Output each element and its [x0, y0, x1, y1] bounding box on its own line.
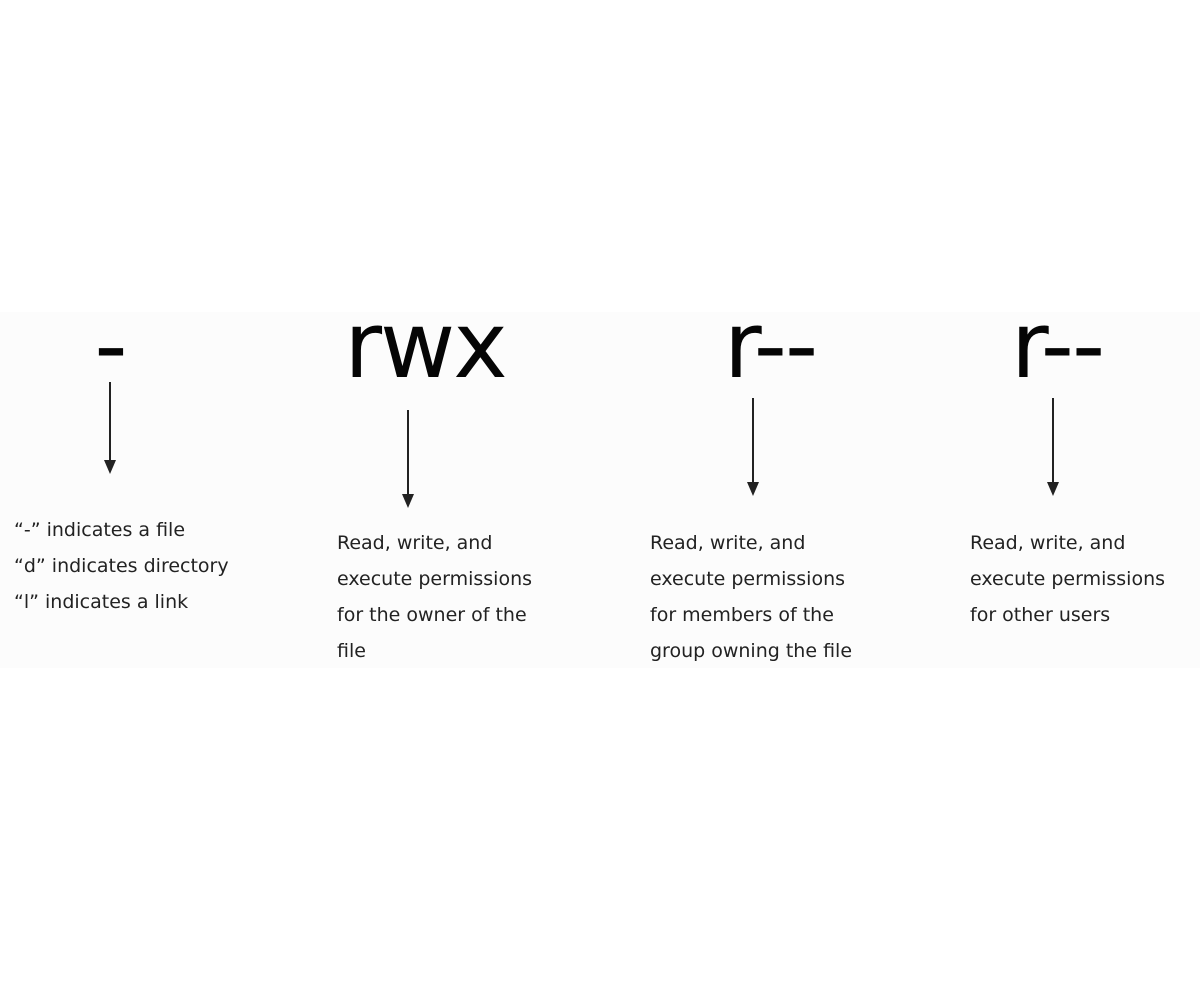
description-line: file	[337, 640, 366, 662]
description-line: Read, write, and	[650, 532, 806, 554]
description-line: “l” indicates a link	[14, 591, 189, 613]
description-line: for other users	[970, 604, 1111, 626]
owner-permission-symbol: rwx	[344, 292, 508, 399]
arrow-down-icon	[1047, 398, 1059, 496]
description-line: execute permissions	[337, 568, 533, 590]
arrow-down-icon	[402, 410, 414, 508]
description-line: Read, write, and	[337, 532, 493, 554]
diagram-background	[0, 312, 1200, 668]
description-line: for the owner of the	[337, 604, 527, 626]
arrow-down-icon	[747, 398, 759, 496]
description-line: execute permissions	[650, 568, 846, 590]
description-line: execute permissions	[970, 568, 1166, 590]
group-permission-symbol: r--	[723, 292, 818, 399]
description-line: “d” indicates directory	[14, 555, 229, 577]
file-type-description: “-” indicates a file “d” indicates direc…	[14, 512, 229, 620]
description-line: group owning the file	[650, 640, 853, 662]
description-line: for members of the	[650, 604, 834, 626]
others-permission-description: Read, write, and execute permissions for…	[970, 525, 1165, 633]
description-line: “-” indicates a file	[14, 519, 186, 541]
description-line: Read, write, and	[970, 532, 1126, 554]
group-permission-description: Read, write, and execute permissions for…	[650, 525, 852, 669]
arrow-down-icon	[104, 382, 116, 474]
owner-permission-description: Read, write, and execute permissions for…	[337, 525, 532, 669]
file-type-symbol: -	[94, 292, 127, 399]
others-permission-symbol: r--	[1010, 292, 1105, 399]
